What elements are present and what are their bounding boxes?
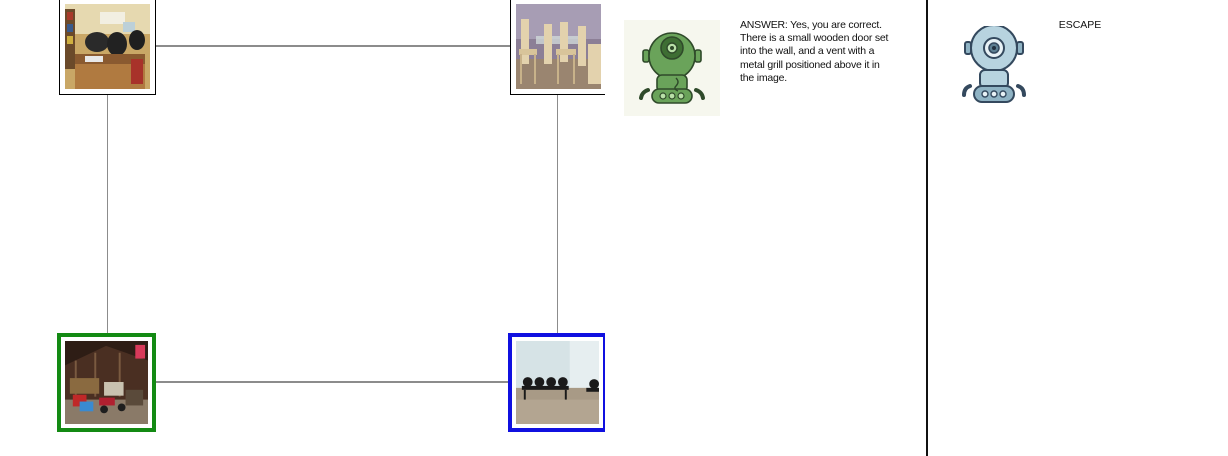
map-edge-right [556,94,558,334]
dining-room-photo [516,4,601,89]
map-edge-left [106,94,108,334]
room-map [0,0,605,456]
map-edge-top [155,45,511,47]
map-node-office[interactable] [59,0,156,95]
agent-answer-text: ANSWER: Yes, you are correct. There is a… [740,19,889,84]
escape-label[interactable]: ESCAPE [1058,19,1102,31]
office-photo [65,4,150,89]
map-node-waiting-room[interactable] [508,333,605,432]
agent-robot-panel [624,20,720,116]
green-robot-icon [639,32,705,104]
blue-robot-icon [962,26,1026,103]
panel-divider [926,0,928,456]
map-node-dining-room[interactable] [510,0,605,95]
waiting-room-photo [516,341,599,424]
attic-photo [65,341,148,424]
escape-robot[interactable] [958,26,1030,108]
map-node-attic[interactable] [57,333,156,432]
map-edge-bottom [155,381,511,383]
